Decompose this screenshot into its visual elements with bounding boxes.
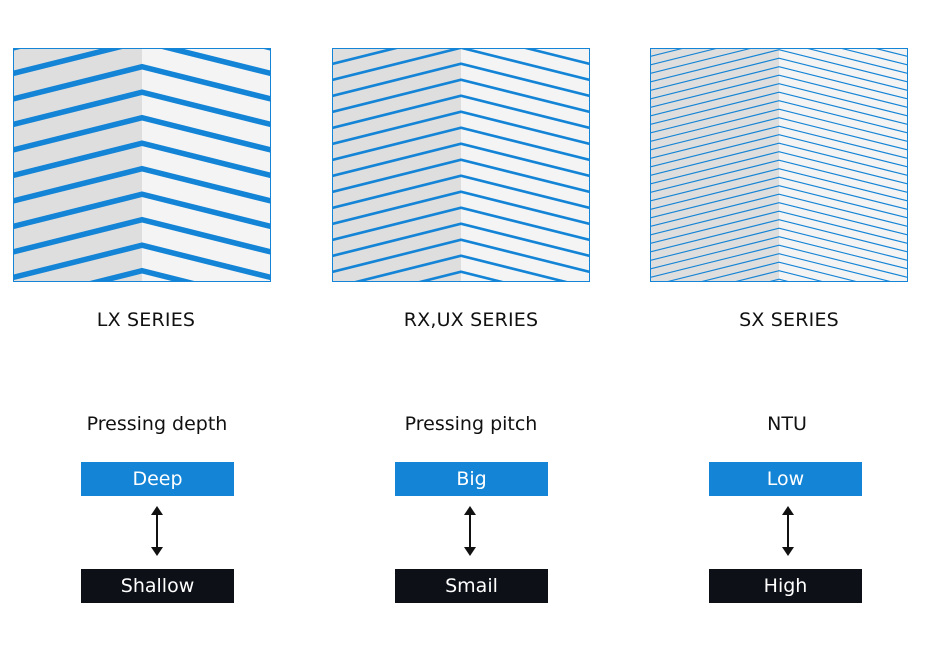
chevron-line	[650, 185, 908, 219]
chevron-line	[650, 74, 908, 109]
chevron-line	[13, 216, 271, 255]
chevron-line	[650, 83, 908, 117]
chevron-line	[13, 48, 271, 77]
pattern-border	[13, 48, 271, 282]
double-arrow-icon	[782, 506, 794, 556]
chevron-line	[650, 151, 908, 185]
pressing-pitch-label: Pressing pitch	[404, 413, 538, 435]
chevron-line	[13, 191, 271, 230]
chevron-line	[13, 63, 271, 102]
rxux-series-label: RX,UX SERIES	[403, 309, 539, 331]
chevron-line	[650, 236, 908, 270]
chevron-line	[697, 261, 861, 282]
chevron-line	[650, 193, 908, 228]
chevron-line	[13, 165, 271, 204]
chevron-line	[650, 57, 908, 92]
chevron-line	[332, 62, 590, 98]
chevron-line	[650, 134, 908, 168]
chevron-line	[85, 267, 199, 282]
lx-chevron-pattern-icon	[13, 48, 271, 282]
chevron-line	[650, 142, 908, 177]
double-arrow-icon	[151, 506, 163, 556]
chevron-line	[332, 158, 590, 194]
chevron-line	[350, 254, 572, 282]
double-arrow-icon	[464, 506, 476, 556]
chevron-line	[332, 174, 590, 210]
shallow-value-box: Shallow	[81, 569, 234, 603]
low-value-box: Low	[709, 462, 862, 496]
chevron-line	[650, 100, 908, 134]
chevron-line	[650, 48, 908, 75]
chevron-line	[650, 168, 908, 202]
smail-value-box: Smail	[395, 569, 548, 603]
big-value-box: Big	[395, 462, 548, 496]
chevron-line	[332, 206, 590, 242]
chevron-line	[650, 176, 908, 211]
chevron-line	[13, 114, 271, 153]
chevron-line	[650, 244, 908, 279]
chevron-line	[414, 270, 508, 282]
chevron-line	[650, 227, 908, 262]
sx-chevron-pattern-icon	[650, 48, 908, 282]
pattern-border	[332, 48, 590, 282]
ntu-label: NTU	[767, 413, 807, 435]
chevron-line	[332, 110, 590, 146]
chevron-line	[650, 202, 908, 236]
chevron-line	[650, 159, 908, 194]
chevron-line	[650, 66, 908, 100]
chevron-line	[765, 278, 793, 282]
pattern-border	[650, 48, 908, 282]
high-value-box: High	[709, 569, 862, 603]
deep-value-box: Deep	[81, 462, 234, 496]
chevron-line	[650, 49, 908, 83]
chevron-line	[650, 125, 908, 160]
chevron-line	[650, 117, 908, 151]
chevron-line	[663, 253, 895, 282]
chevron-line	[13, 242, 271, 281]
chevron-line	[650, 219, 908, 253]
chevron-line	[731, 270, 827, 282]
chevron-line	[332, 190, 590, 226]
chevron-line	[13, 140, 271, 179]
chevron-line	[332, 48, 590, 82]
chevron-line	[332, 222, 590, 258]
chevron-line	[332, 78, 590, 114]
lx-series-label: LX SERIES	[96, 309, 196, 331]
pressing-depth-label: Pressing depth	[86, 413, 228, 435]
chevron-line	[13, 89, 271, 128]
chevron-line	[650, 108, 908, 143]
chevron-line	[332, 126, 590, 162]
chevron-line	[332, 48, 590, 66]
sx-series-label: SX SERIES	[739, 309, 839, 331]
chevron-line	[332, 142, 590, 178]
chevron-line	[332, 94, 590, 130]
chevron-line	[650, 210, 908, 245]
chevron-line	[650, 48, 908, 66]
rxux-chevron-pattern-icon	[332, 48, 590, 282]
chevron-line	[650, 91, 908, 126]
chevron-line	[332, 238, 590, 274]
